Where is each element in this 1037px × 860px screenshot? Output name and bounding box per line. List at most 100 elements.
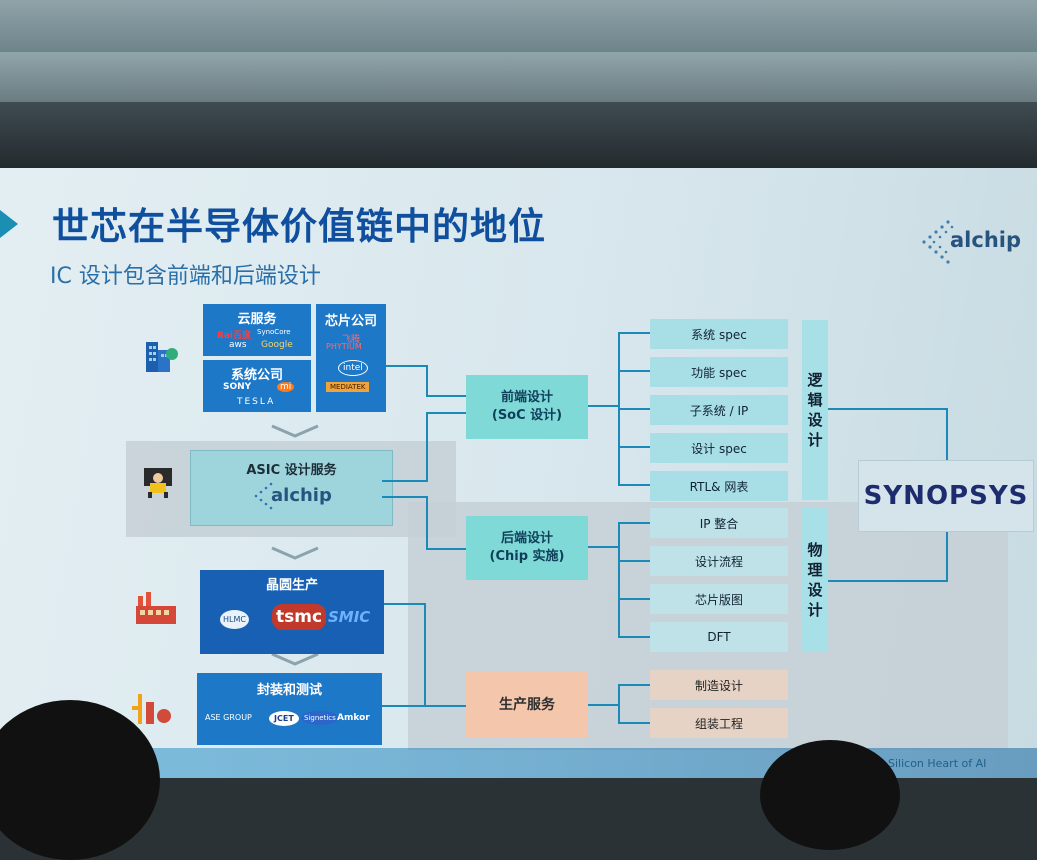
slide-title: 世芯在半导体价值链中的地位 xyxy=(52,205,546,248)
bracket-connector xyxy=(618,636,650,638)
physical-char: 设 xyxy=(807,581,823,599)
production-item-label: 组装工程 xyxy=(694,716,743,731)
physical-item-label: IP 整合 xyxy=(699,516,739,531)
connector xyxy=(426,365,428,395)
frontend-design-box: 前端设计 (SoC 设计) xyxy=(466,375,588,439)
down-chevron-3 xyxy=(271,652,319,666)
physical-item: DFT xyxy=(650,622,788,652)
physical-item: IP 整合 xyxy=(650,508,788,538)
physical-char: 理 xyxy=(807,561,823,579)
physical-design-label: 物 理 设 计 xyxy=(802,508,828,652)
factory-icon xyxy=(136,592,176,624)
cloud-services-heading: 云服务 xyxy=(237,312,277,327)
connector xyxy=(382,480,428,482)
physical-item-label: DFT xyxy=(707,630,731,644)
logo-aws: aws xyxy=(229,340,247,350)
bracket-connector xyxy=(588,546,618,548)
connector xyxy=(426,412,466,414)
logo-sony: SONY xyxy=(223,382,252,392)
bracket-connector xyxy=(618,446,650,448)
logo-phytium: PHYTIUM xyxy=(326,342,362,351)
wafer-heading: 晶圆生产 xyxy=(265,578,318,593)
logo-signetics: Signetics xyxy=(301,711,339,725)
alchip-logo: alchip xyxy=(914,218,1034,266)
packaging-heading: 封装和测试 xyxy=(256,683,322,698)
physical-char: 计 xyxy=(807,601,823,619)
down-chevron-2 xyxy=(271,546,319,560)
synopsys-connector xyxy=(946,532,948,582)
connector xyxy=(424,603,426,705)
connector xyxy=(382,496,428,498)
down-chevron-1 xyxy=(271,424,319,438)
logic-item: 子系统 / IP xyxy=(650,395,788,425)
bracket-connector xyxy=(618,684,650,686)
bracket-connector xyxy=(588,405,618,407)
synopsys-connector xyxy=(828,580,946,582)
logo-synocore: SynoCore xyxy=(257,328,291,336)
bracket-connector xyxy=(588,704,618,706)
logo-tesla: TESLA xyxy=(237,397,276,407)
synopsys-partner-box: SYNOPSYS xyxy=(858,460,1034,532)
alchip-mark-icon xyxy=(922,220,954,264)
logic-item-label: 子系统 / IP xyxy=(689,403,749,418)
bracket-connector xyxy=(618,522,650,524)
audience-head xyxy=(760,740,900,850)
synopsys-connector xyxy=(946,408,948,460)
logo-amkor: Amkor xyxy=(337,713,370,723)
chip-companies-heading: 芯片公司 xyxy=(324,314,377,329)
production-item: 制造设计 xyxy=(650,670,788,700)
connector xyxy=(382,705,466,707)
logo-google: Google xyxy=(261,340,293,350)
slide-subtitle: IC 设计包含前端和后端设计 xyxy=(50,264,321,289)
logic-item-label: 功能 spec xyxy=(691,365,747,380)
connector xyxy=(386,365,426,367)
connector xyxy=(426,548,466,550)
connector xyxy=(426,412,428,482)
wafer-production-box: 晶圆生产 HLMC tsmc SMIC xyxy=(200,570,384,654)
bracket-connector xyxy=(618,684,620,724)
system-companies-box: 系统公司 SONY mi TESLA xyxy=(203,360,311,412)
production-services-box: 生产服务 xyxy=(466,671,588,737)
logic-item-label: 系统 spec xyxy=(691,327,747,342)
logo-ase: ASE GROUP xyxy=(205,713,252,722)
frontend-line1: 前端设计 xyxy=(500,390,553,405)
physical-item: 芯片版图 xyxy=(650,584,788,614)
bracket-connector xyxy=(618,370,650,372)
logo-phytium-cn: 飞腾 xyxy=(342,335,361,345)
logic-char: 设 xyxy=(807,411,823,429)
logo-mediatek: MEDIATEK xyxy=(326,382,370,392)
logic-char: 辑 xyxy=(807,391,823,409)
logic-char: 计 xyxy=(807,431,823,449)
title-accent-arrow xyxy=(0,210,18,238)
backend-line2: (Chip 实施) xyxy=(489,549,565,564)
backend-line1: 后端设计 xyxy=(500,531,553,546)
synopsys-logo: SYNOPSYS xyxy=(863,481,1029,511)
logic-item-label: RTL& 网表 xyxy=(689,479,749,494)
logo-smic: SMIC xyxy=(328,608,371,626)
production-item-label: 制造设计 xyxy=(694,678,743,693)
physical-item-label: 设计流程 xyxy=(694,554,743,569)
physical-item-label: 芯片版图 xyxy=(694,592,743,607)
production-item: 组装工程 xyxy=(650,708,788,738)
logo-intel: intel xyxy=(338,360,368,376)
logic-item: 功能 spec xyxy=(650,357,788,387)
building-icon xyxy=(146,342,178,372)
logic-design-label: 逻 辑 设 计 xyxy=(802,320,828,500)
logo-tsmc: tsmc xyxy=(272,604,327,630)
bracket-connector xyxy=(618,522,620,638)
engineer-icon xyxy=(144,468,172,498)
logo-baidu: Bai百度 xyxy=(217,331,252,341)
production-label: 生产服务 xyxy=(499,697,555,713)
logic-item: 系统 spec xyxy=(650,319,788,349)
bracket-connector xyxy=(618,484,650,486)
physical-char: 物 xyxy=(807,541,823,559)
connector xyxy=(426,496,428,548)
packaging-tools-icon xyxy=(132,694,171,724)
alchip-mark-small-icon xyxy=(254,482,273,510)
backend-design-box: 后端设计 (Chip 实施) xyxy=(466,516,588,580)
bracket-connector xyxy=(618,332,650,334)
connector xyxy=(384,603,426,605)
synopsys-connector xyxy=(828,408,946,410)
asic-design-box: ASIC 设计服务 alchip xyxy=(190,450,393,526)
frontend-line2: (SoC 设计) xyxy=(491,408,563,423)
